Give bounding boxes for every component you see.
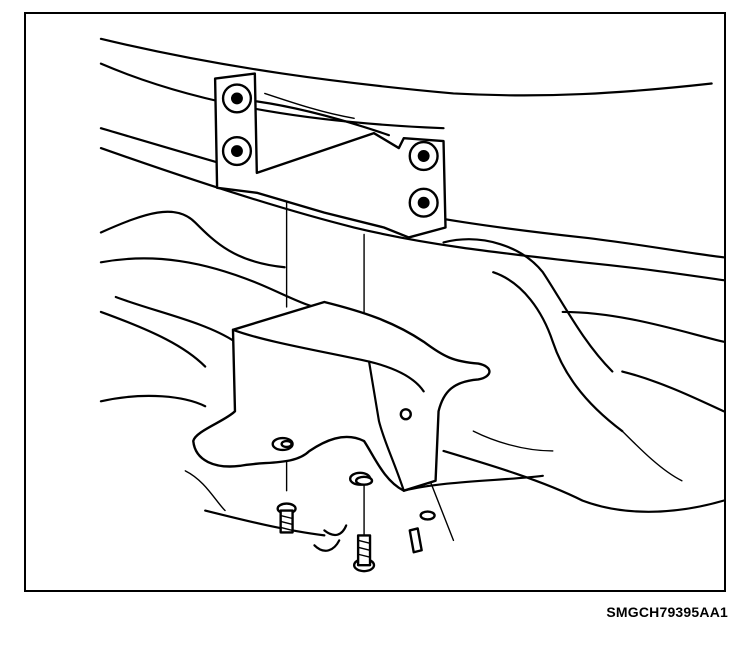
bolt-icon <box>276 502 423 573</box>
figure-code: SMGCH79395AA1 <box>606 604 728 620</box>
transmission-support-bracket-icon <box>192 300 491 492</box>
crossmember-icon <box>213 72 447 239</box>
washer-icon <box>280 439 436 552</box>
transmission-mount-exploded-diagram <box>99 37 724 573</box>
illustration-frame <box>24 12 726 592</box>
